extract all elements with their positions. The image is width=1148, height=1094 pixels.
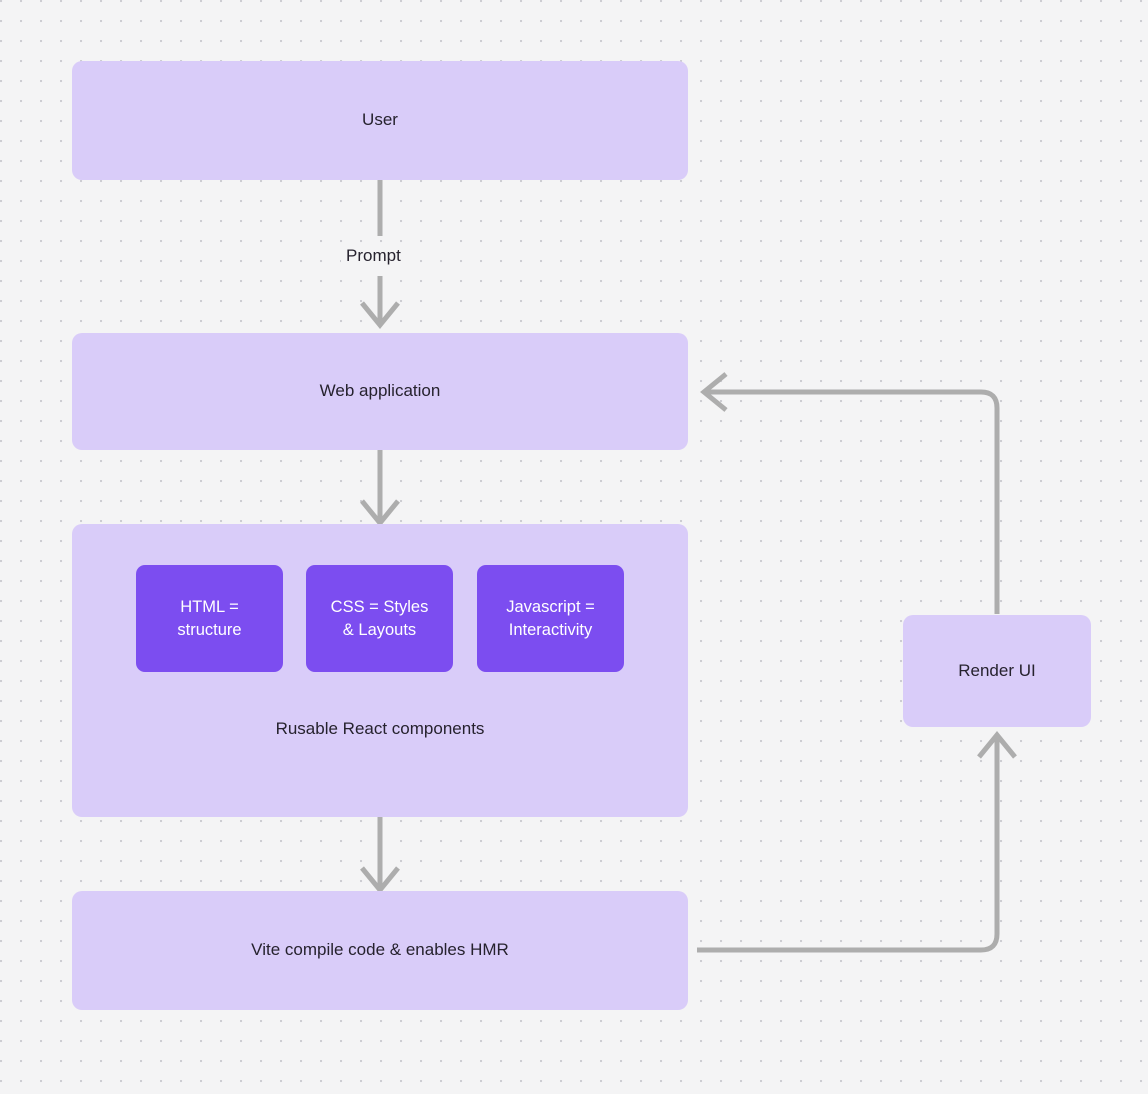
node-components-group-label: Rusable React components: [275, 719, 485, 738]
node-javascript-label-line2: Interactivity: [508, 620, 593, 639]
node-css-label-line1: CSS = Styles: [330, 597, 429, 616]
node-components-group[interactable]: HTML = structure CSS = Styles & Layouts …: [72, 524, 688, 817]
node-web-application[interactable]: Web application: [72, 333, 688, 450]
edge-label-prompt: Prompt: [341, 246, 406, 266]
edge-vite-to-render-ui: [697, 731, 1017, 953]
edge-render-ui-to-web-application: [700, 372, 1000, 614]
node-css-label-line2: & Layouts: [342, 620, 417, 639]
node-render-ui[interactable]: Render UI: [903, 615, 1091, 727]
node-vite[interactable]: Vite compile code & enables HMR: [72, 891, 688, 1010]
node-javascript[interactable]: Javascript = Interactivity: [477, 565, 624, 672]
node-html-label-line2: structure: [177, 620, 242, 639]
node-javascript-label-line1: Javascript =: [506, 597, 595, 616]
node-user[interactable]: User: [72, 61, 688, 180]
edge-web-application-to-components: [360, 450, 400, 527]
node-vite-label: Vite compile code & enables HMR: [251, 940, 509, 960]
node-html-label-line1: HTML =: [180, 597, 239, 616]
node-web-application-label: Web application: [319, 381, 441, 401]
node-html[interactable]: HTML = structure: [136, 565, 283, 672]
node-user-label: User: [362, 110, 398, 130]
edge-components-to-vite: [360, 817, 400, 894]
node-render-ui-label: Render UI: [958, 660, 1036, 680]
node-css[interactable]: CSS = Styles & Layouts: [306, 565, 453, 672]
